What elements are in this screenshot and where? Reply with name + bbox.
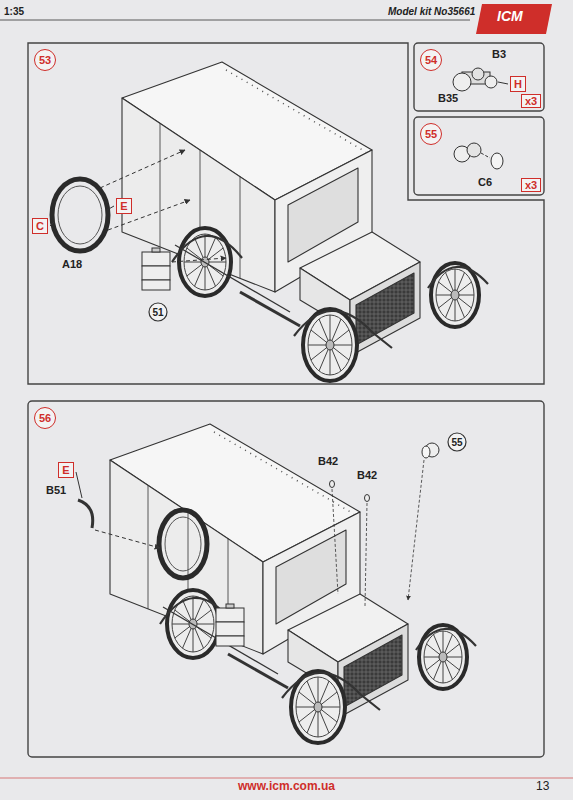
step-number: 56	[34, 407, 56, 429]
part-number: B35	[438, 92, 458, 105]
part-number: B51	[46, 484, 66, 497]
panel-outline	[27, 42, 545, 385]
lens-part	[491, 153, 503, 169]
brand-logo: ICM	[497, 10, 523, 23]
part-number: B42	[318, 455, 338, 468]
part-letter: E	[120, 200, 127, 212]
panel-seam	[148, 485, 149, 609]
tool-box	[142, 248, 170, 290]
part-letter-box: H	[510, 76, 526, 92]
logo-plate	[476, 4, 552, 34]
step-number: 55	[420, 123, 442, 145]
leader-line	[76, 472, 82, 498]
spare-tire	[52, 179, 108, 251]
part-letter: x3	[525, 179, 537, 191]
car-step-56	[110, 424, 476, 743]
part-letter: E	[62, 464, 69, 476]
part-letter-box: x3	[521, 94, 541, 108]
kit-number: Model kit No35661	[388, 5, 475, 18]
assembly-arrow	[481, 153, 490, 158]
header-rule	[0, 20, 470, 21]
fender	[172, 236, 488, 348]
spare-tire	[159, 510, 207, 578]
page-number: 13	[536, 780, 549, 793]
lamp-assembly	[453, 68, 497, 91]
step-panel: 54Hx3	[413, 42, 545, 112]
part-number: A18	[62, 258, 82, 271]
step-panel: 53C E 51	[27, 42, 545, 385]
part-letter-box: C	[32, 218, 48, 234]
leader-line	[498, 82, 508, 84]
radiator-grille	[344, 635, 402, 707]
assembly-arrow	[172, 258, 226, 262]
panel-seam	[240, 177, 241, 279]
assembly-arrow	[100, 150, 185, 188]
pin-part	[330, 481, 335, 488]
part-letter-box: x3	[521, 178, 541, 192]
step-number: 53	[34, 49, 56, 71]
bracket-part	[78, 500, 93, 528]
spoked-wheel	[419, 625, 467, 689]
leader-line	[107, 206, 114, 210]
fender	[160, 598, 476, 710]
running-board	[240, 292, 300, 326]
part-letter: C	[36, 220, 44, 232]
rivet-row	[226, 70, 366, 152]
spoked-wheel	[431, 263, 479, 327]
part-letter-box: E	[116, 198, 132, 214]
callout-number: 51	[152, 307, 163, 318]
step-number: 54	[420, 49, 442, 71]
assembly-arrow	[365, 503, 367, 606]
car-step-53	[122, 62, 488, 381]
step-reference-circle: 55	[447, 432, 467, 452]
part-number: C6	[478, 176, 492, 189]
scale-text: 1:35	[4, 5, 24, 18]
tool-box	[216, 604, 244, 646]
running-board	[228, 654, 288, 688]
callout-number: 55	[451, 437, 462, 448]
radiator-grille	[356, 273, 414, 345]
step-reference-circle: 51	[148, 302, 168, 322]
part-number: B42	[357, 469, 377, 482]
chassis-rail	[175, 245, 290, 312]
leader-line	[50, 222, 54, 226]
website: www.icm.com.ua	[238, 780, 335, 793]
assembly-arrow	[332, 489, 338, 594]
pin-part	[365, 495, 370, 502]
part-letter: H	[514, 78, 522, 90]
assembly-arrow	[95, 530, 160, 548]
chassis-rail	[163, 607, 278, 674]
part-number: B3	[492, 48, 506, 61]
lamp-assembly	[454, 143, 503, 169]
panel-outline	[27, 400, 545, 758]
panel-seam	[160, 123, 161, 247]
lamp-part	[422, 443, 439, 458]
part-letter-box: E	[58, 462, 74, 478]
step-panel: 56E 55	[27, 400, 545, 758]
footer-rule	[0, 778, 573, 779]
part-letter: x3	[525, 95, 537, 107]
assembly-arrow	[408, 460, 424, 600]
